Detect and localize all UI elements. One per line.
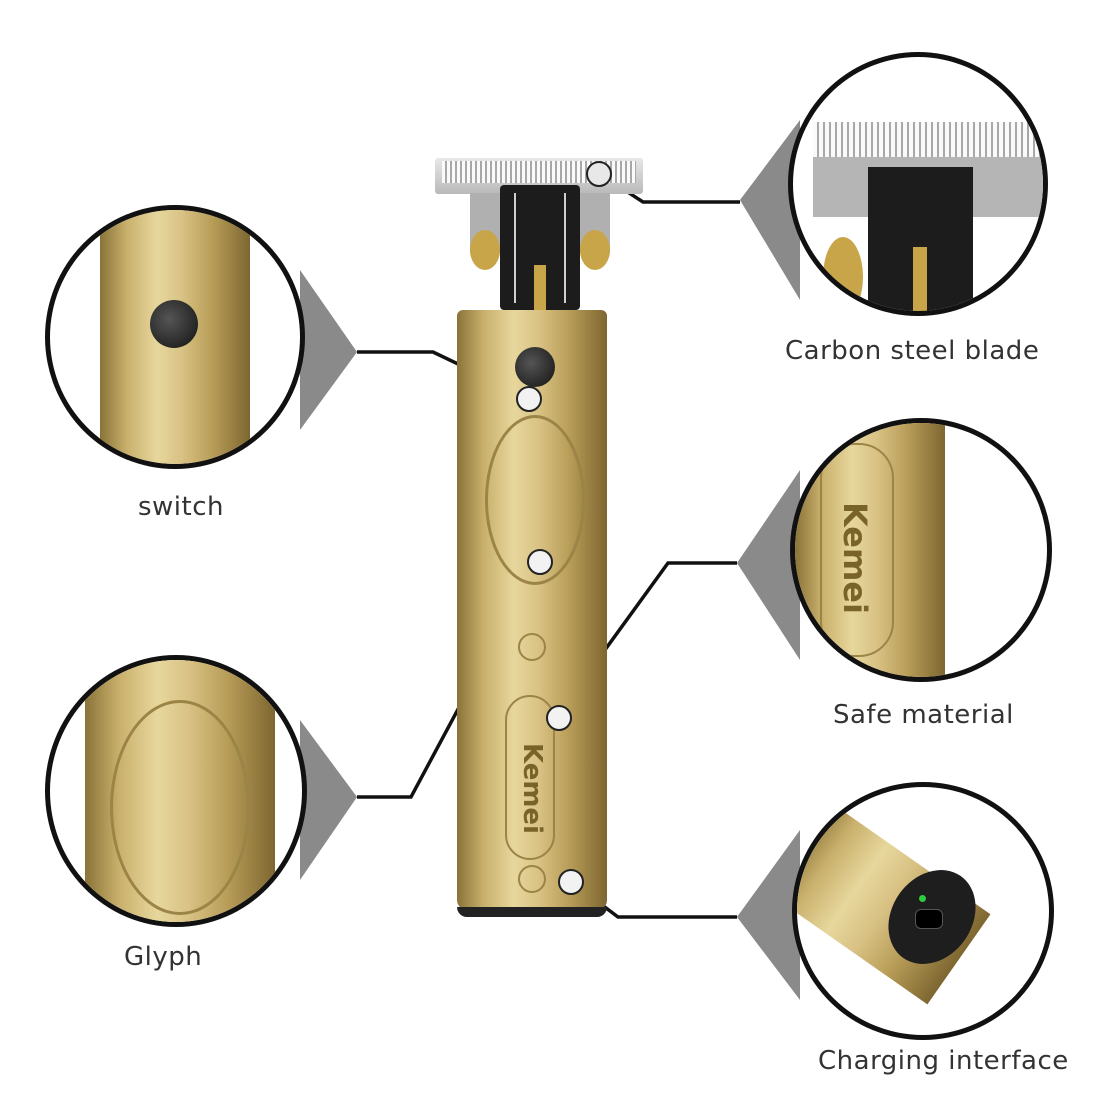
material-marker-dot[interactable]: [546, 705, 572, 731]
material-brand-text: Kemei: [836, 502, 874, 614]
power-switch-button[interactable]: [515, 347, 555, 387]
switch-marker-dot[interactable]: [516, 386, 542, 412]
glyph-callout-triangle: [300, 720, 357, 880]
switch-detail-circle: [45, 205, 305, 469]
glyph-engraving: [485, 415, 585, 585]
glyph-marker-dot[interactable]: [527, 549, 553, 575]
blade-callout-triangle: [740, 120, 800, 300]
blade-detail-circle: [788, 52, 1048, 316]
material-detail-circle: Kemei: [790, 418, 1052, 682]
led-indicator: [919, 895, 926, 902]
charging-detail-circle: [792, 782, 1054, 1040]
charging-callout-triangle: [737, 830, 800, 1000]
charging-marker-dot[interactable]: [558, 869, 584, 895]
blade-marker-dot[interactable]: [586, 161, 612, 187]
callout-label-blade: Carbon steel blade: [785, 336, 1040, 366]
glyph-detail-circle: [45, 655, 307, 927]
brand-logo-text: Kemei: [517, 743, 547, 834]
callout-label-glyph: Glyph: [124, 942, 203, 972]
material-callout-triangle: [737, 470, 800, 660]
callout-label-charging: Charging interface: [818, 1046, 1069, 1076]
callout-label-material: Safe material: [833, 700, 1014, 730]
switch-callout-triangle: [300, 270, 357, 430]
brand-plate: [505, 695, 555, 860]
callout-label-switch: switch: [138, 492, 225, 522]
